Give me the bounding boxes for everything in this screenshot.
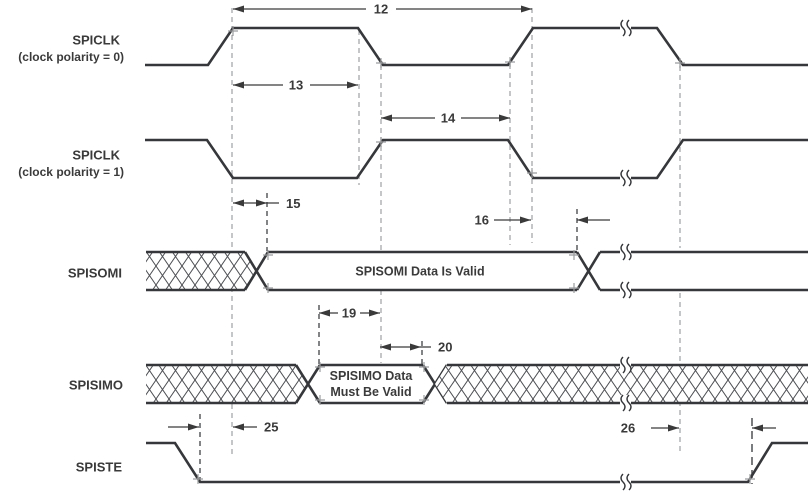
dimension-20: 20 [380,340,452,355]
dimension-26: 26 [621,421,776,436]
spisomi-band: SPISOMI Data Is Valid [146,250,808,292]
spiste-label: SPISTE [76,460,123,475]
spiste-waveform [146,441,808,484]
dimension-15: 15 [233,196,300,211]
dimension-13: 13 [233,78,358,93]
spiclk-pol0-label: SPICLK [72,33,120,48]
dimension-16: 16 [475,213,610,228]
corner-ticks [193,26,755,484]
dim-20-label: 20 [438,340,452,355]
dim-12-label: 12 [374,2,388,17]
spisomi-label: SPISOMI [68,266,122,281]
signal-labels: SPICLK (clock polarity = 0) SPICLK (cloc… [18,33,124,475]
dim-14-label: 14 [441,111,456,126]
spiclk-pol1-label: SPICLK [72,148,120,163]
spisimo-valid-label-line1: SPISIMO Data [330,369,414,383]
spisomi-valid-label: SPISOMI Data Is Valid [355,265,484,279]
break-marks [620,19,632,491]
dimension-25: 25 [168,420,278,435]
dim-15-label: 15 [286,196,300,211]
spisimo-band: SPISIMO Data Must Be Valid [146,363,808,405]
spisimo-label: SPISIMO [69,378,123,393]
dim-16-label: 16 [475,213,489,228]
dim-26-label: 26 [621,421,635,436]
dim-25-label: 25 [264,420,278,435]
spisimo-valid-label-line2: Must Be Valid [330,385,411,399]
spiclk-pol1-waveform [145,138,808,180]
dimension-12: 12 [233,2,532,17]
dim-13-label: 13 [289,78,303,93]
dim-19-label: 19 [342,306,356,321]
dimension-14: 14 [381,111,510,126]
spiclk-pol0-waveform [145,26,808,67]
spiclk-pol1-sublabel: (clock polarity = 1) [18,165,124,179]
dimension-19: 19 [319,306,380,321]
reference-lines-dark [199,193,753,484]
spiclk-pol0-sublabel: (clock polarity = 0) [18,50,124,64]
